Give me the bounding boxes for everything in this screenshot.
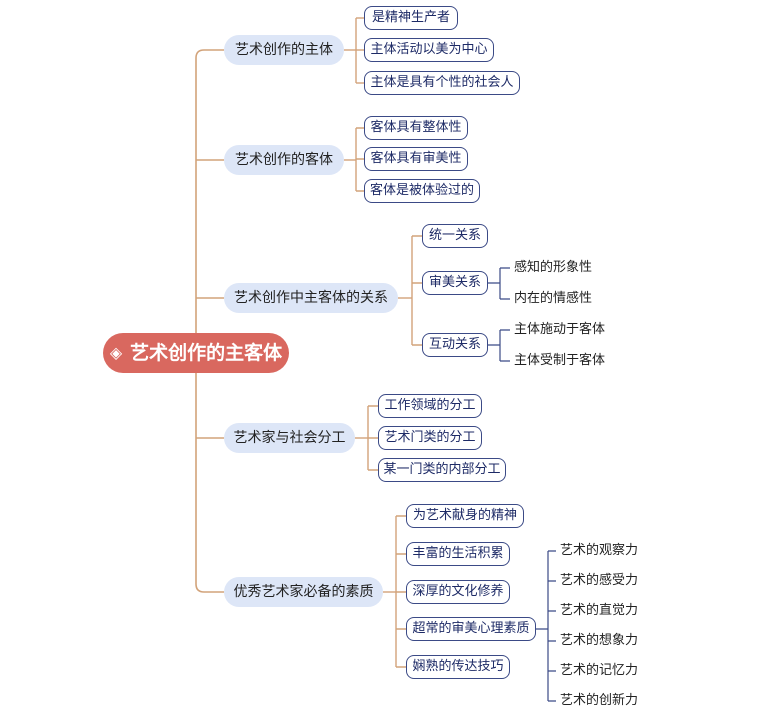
subject-item-3[interactable]: 主体是具有个性的社会人: [364, 71, 520, 95]
interactive-leaf-1[interactable]: 主体施动于客体: [514, 322, 606, 337]
branch-relation[interactable]: 艺术创作中主客体的关系: [224, 283, 398, 313]
psych-leaf-1[interactable]: 艺术的观察力: [560, 543, 639, 558]
psych-leaf-6[interactable]: 艺术的创新力: [560, 693, 639, 708]
interactive-leaf-2[interactable]: 主体受制于客体: [514, 353, 606, 368]
division-item-1[interactable]: 工作领域的分工: [378, 394, 482, 418]
relation-unity[interactable]: 统一关系: [422, 224, 488, 248]
root-node[interactable]: ◈ 艺术创作的主客体: [103, 333, 289, 373]
object-item-2[interactable]: 客体具有审美性: [364, 147, 468, 171]
quality-item-3[interactable]: 深厚的文化修养: [406, 580, 510, 604]
quality-item-4[interactable]: 超常的审美心理素质: [406, 617, 536, 641]
branch-subject[interactable]: 艺术创作的主体: [224, 35, 344, 65]
subject-item-1[interactable]: 是精神生产者: [364, 6, 458, 30]
relation-aesthetic[interactable]: 审美关系: [422, 271, 488, 295]
root-label: 艺术创作的主客体: [130, 342, 283, 364]
relation-interactive[interactable]: 互动关系: [422, 333, 488, 357]
subject-item-2[interactable]: 主体活动以美为中心: [364, 38, 494, 62]
object-item-3[interactable]: 客体是被体验过的: [364, 179, 480, 203]
connector-trunk-upper: [195, 49, 224, 353]
diamond-icon: ◈: [109, 343, 123, 362]
branch-division[interactable]: 艺术家与社会分工: [224, 423, 355, 453]
branch-qualities[interactable]: 优秀艺术家必备的素质: [224, 577, 383, 607]
division-item-2[interactable]: 艺术门类的分工: [378, 426, 482, 450]
quality-item-2[interactable]: 丰富的生活积累: [406, 542, 510, 566]
division-item-3[interactable]: 某一门类的内部分工: [378, 458, 506, 482]
quality-item-1[interactable]: 为艺术献身的精神: [406, 504, 524, 528]
psych-leaf-4[interactable]: 艺术的想象力: [560, 633, 639, 648]
connector-trunk-lower: [195, 353, 224, 593]
aesthetic-leaf-2[interactable]: 内在的情感性: [514, 291, 593, 306]
psych-leaf-2[interactable]: 艺术的感受力: [560, 573, 639, 588]
object-item-1[interactable]: 客体具有整体性: [364, 116, 468, 140]
psych-leaf-3[interactable]: 艺术的直觉力: [560, 603, 639, 618]
branch-object[interactable]: 艺术创作的客体: [224, 145, 344, 175]
psych-leaf-5[interactable]: 艺术的记忆力: [560, 663, 639, 678]
quality-item-5[interactable]: 娴熟的传达技巧: [406, 655, 510, 679]
aesthetic-leaf-1[interactable]: 感知的形象性: [514, 260, 593, 275]
